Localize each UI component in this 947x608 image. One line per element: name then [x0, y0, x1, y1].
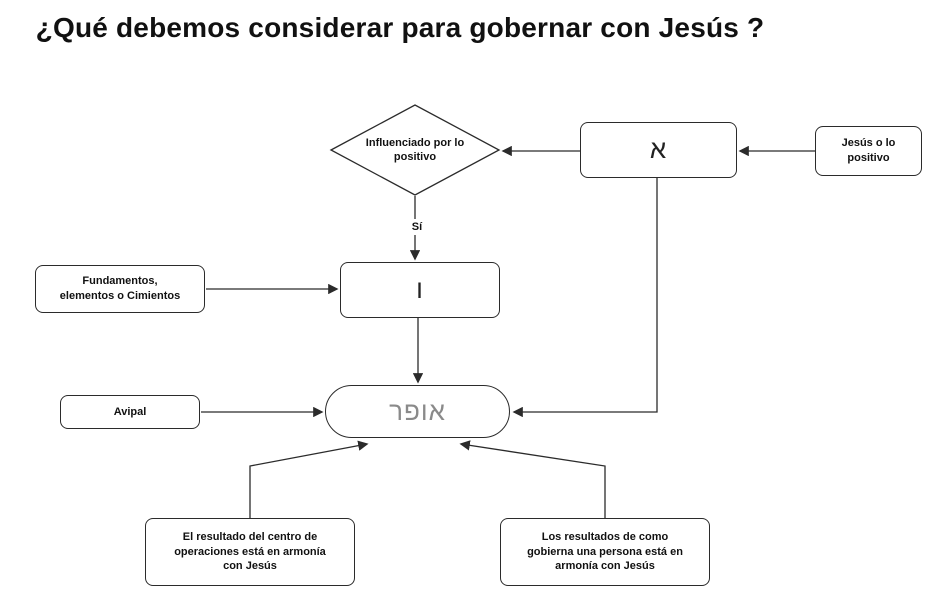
node-vav: ו: [340, 262, 500, 318]
yes-label: Sí: [402, 219, 432, 235]
decision-diamond-shape: [329, 104, 501, 196]
box-resultados-persona: Los resultados de como gobierna una pers…: [500, 518, 710, 586]
connector-resultcenter-to-ofer: [249, 440, 369, 518]
box-fundamentos: Fundamentos, elementos o Cimientos: [35, 265, 205, 313]
box-jesus-positivo: Jesús o lo positivo: [815, 126, 922, 176]
stadium-ofer: אופר: [325, 385, 510, 438]
page-title: ¿Qué debemos considerar para gobernar co…: [35, 12, 765, 43]
box-resultado-operaciones: El resultado del centro de operaciones e…: [145, 518, 355, 586]
connector-resultperson-to-ofer: [459, 440, 606, 518]
box-avipal: Avipal: [60, 395, 200, 429]
connector-aleph-to-ofer: [512, 178, 658, 418]
node-aleph: א: [580, 122, 737, 178]
decision-influenciado-label: Influenciado por lo positivo: [365, 136, 465, 163]
